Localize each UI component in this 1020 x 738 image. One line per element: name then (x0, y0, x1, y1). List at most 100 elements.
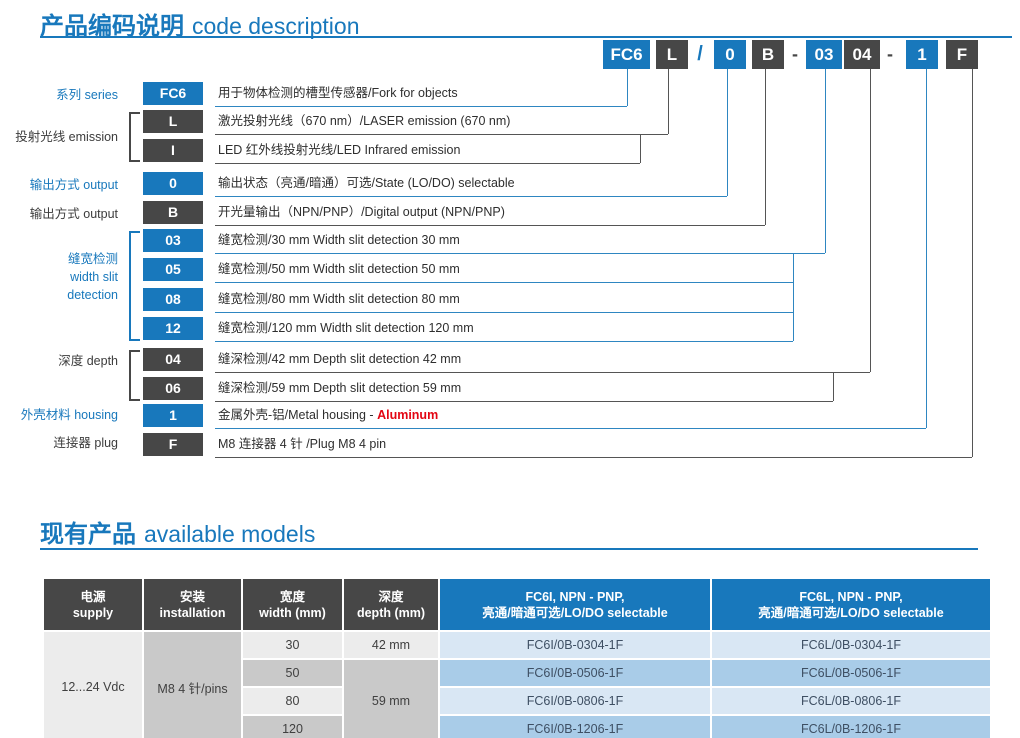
group-label-output-digital: 输出方式 output (29, 207, 118, 221)
width-slit-line2: width slit (70, 270, 118, 284)
row-desc-l: 激光投射光线（670 nm）/LASER emission (670 nm) (218, 114, 511, 128)
available-models-table: 电源 supply 安装 installation 宽度 width (mm) … (42, 577, 992, 738)
row-underline-plug (215, 457, 972, 458)
code-chip-0: 0 (714, 40, 746, 69)
header-fc6l-line1: FC6L, NPN - PNP, (799, 589, 903, 604)
row-desc-0: 输出状态（亮通/暗通）可选/State (LO/DO) selectable (218, 176, 515, 190)
cell-width-50: 50 (241, 658, 344, 688)
cell-width-30: 30 (241, 630, 344, 660)
cell-model-fc6i-0806: FC6I/0B-0806-1F (438, 686, 712, 716)
cell-model-fc6l-0506: FC6L/0B-0506-1F (710, 658, 992, 688)
row-desc-fc6: 用于物体检测的槽型传感器/Fork for objects (218, 86, 458, 100)
row-code-b: B (143, 201, 203, 224)
width-slit-line3: detection (67, 288, 118, 302)
cell-model-fc6i-0506: FC6I/0B-0506-1F (438, 658, 712, 688)
row-underline-fc6 (215, 106, 627, 107)
table-row: 120 FC6I/0B-1206-1F FC6L/0B-1206-1F (43, 714, 992, 738)
connector-f (972, 69, 973, 457)
row-code-03: 03 (143, 229, 203, 252)
header-supply: 电源 supply (42, 577, 144, 632)
table-row: 12...24 Vdc M8 4 针/pins 30 42 mm FC6I/0B… (42, 630, 992, 738)
models-table: 电源 supply 安装 installation 宽度 width (mm) … (42, 577, 992, 738)
cell-model-fc6i-1206: FC6I/0B-1206-1F (438, 714, 712, 738)
title2-zh: 现有产品 (40, 522, 136, 548)
cell-depth-42: 42 mm (342, 630, 440, 660)
cell-supply: 12...24 Vdc (42, 630, 144, 738)
row-desc-housing: 金属外壳-铝/Metal housing - Aluminum (218, 407, 438, 424)
connector-l (668, 69, 669, 134)
row-desc-b: 开光量输出（NPN/PNP）/Digital output (NPN/PNP) (218, 205, 505, 219)
group-label-emission: 投射光线 emission (15, 130, 118, 144)
group-label-plug: 连接器 plug (53, 436, 118, 450)
row-underline-l (215, 134, 668, 135)
row-underline-0 (215, 196, 727, 197)
row-underline-housing (215, 428, 926, 429)
code-chip-1: 1 (906, 40, 938, 69)
row-code-04: 04 (143, 348, 203, 371)
cell-width-120: 120 (241, 714, 344, 738)
width-slit-line1: 缝宽检测 (67, 252, 118, 266)
header-supply-en: supply (72, 605, 114, 620)
row-code-plug: F (143, 433, 203, 456)
header-installation-en: installation (159, 605, 226, 620)
header-depth-en: depth (mm) (356, 605, 426, 620)
code-separator-dash-1: - (792, 44, 798, 64)
connector-06 (833, 372, 834, 401)
header-fc6i-line1: FC6I, NPN - PNP, (525, 589, 625, 604)
title-underline (40, 36, 1012, 38)
group-label-depth: 深度 depth (58, 354, 118, 368)
row-code-06: 06 (143, 377, 203, 400)
row-code-12: 12 (143, 317, 203, 340)
row-desc-05: 缝宽检测/50 mm Width slit detection 50 mm (218, 262, 460, 276)
row-underline-12 (215, 341, 793, 342)
group-label-series: 系列 series (56, 88, 118, 102)
group-label-housing: 外壳材料 housing (20, 408, 118, 422)
table-row: 80 FC6I/0B-0806-1F FC6L/0B-0806-1F (43, 686, 992, 716)
code-chip-l: L (656, 40, 688, 69)
header-installation: 安装 installation (142, 577, 243, 632)
row-underline-04 (215, 372, 870, 373)
title-en: code description (192, 13, 360, 39)
cell-installation: M8 4 针/pins (142, 630, 243, 738)
connector-b (765, 69, 766, 225)
cell-width-80: 80 (241, 686, 344, 716)
connector-03 (825, 69, 826, 253)
header-installation-zh: 安装 (179, 589, 205, 604)
cell-model-fc6l-0304: FC6L/0B-0304-1F (710, 630, 992, 660)
row-code-i: I (143, 139, 203, 162)
cell-depth-59: 59 mm (342, 658, 440, 738)
header-fc6i-line2: 亮通/暗通可选/LO/DO selectable (482, 605, 668, 620)
housing-desc-highlight: Aluminum (377, 408, 439, 422)
cell-model-fc6i-0304: FC6I/0B-0304-1F (438, 630, 712, 660)
row-code-08: 08 (143, 288, 203, 311)
row-desc-08: 缝宽检测/80 mm Width slit detection 80 mm (218, 292, 460, 306)
table-row: 50 59 mm FC6I/0B-0506-1F FC6L/0B-0506-1F (43, 658, 992, 738)
code-chip-f: F (946, 40, 978, 69)
header-width-zh: 宽度 (279, 589, 305, 604)
row-underline-05 (215, 282, 793, 283)
connector-1 (926, 69, 927, 428)
row-desc-03: 缝宽检测/30 mm Width slit detection 30 mm (218, 233, 460, 247)
header-width-en: width (mm) (259, 605, 326, 620)
row-code-housing: 1 (143, 404, 203, 427)
header-fc6i: FC6I, NPN - PNP, 亮通/暗通可选/LO/DO selectabl… (438, 577, 712, 632)
code-chip-04: 04 (844, 40, 880, 69)
row-code-l: L (143, 110, 203, 133)
title2-underline (40, 548, 978, 550)
connector-04 (870, 69, 871, 372)
connector-0 (727, 69, 728, 196)
row-underline-06 (215, 401, 833, 402)
row-desc-04: 缝深检测/42 mm Depth slit detection 42 mm (218, 352, 462, 366)
row-underline-i (215, 163, 640, 164)
code-separator-dash-2: - (887, 44, 893, 64)
code-chip-b: B (752, 40, 784, 69)
housing-desc-text: 金属外壳-铝/Metal housing - (218, 408, 378, 422)
row-underline-08 (215, 312, 793, 313)
connector-05-12 (793, 253, 794, 341)
connector-fc6 (627, 69, 628, 106)
header-depth-zh: 深度 (378, 589, 404, 604)
title2-en: available models (144, 521, 316, 547)
row-desc-plug: M8 连接器 4 针 /Plug M8 4 pin (218, 437, 387, 451)
